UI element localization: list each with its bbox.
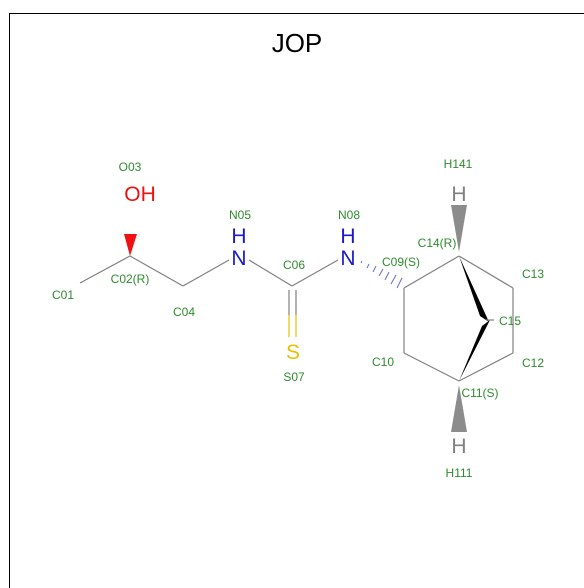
element-h141: H <box>451 183 466 206</box>
bond-c10-c11 <box>403 352 460 382</box>
bond-c14-c09 <box>403 255 460 289</box>
diagram-border <box>9 13 584 588</box>
element-oh: OH <box>124 183 156 206</box>
element-h111: H <box>451 435 466 458</box>
wedge-c14-c15 <box>459 256 489 322</box>
atom-label-c06: C06 <box>283 258 305 272</box>
atom-label-s07: S07 <box>283 370 305 384</box>
atom-label-c01: C01 <box>52 288 74 302</box>
atom-label-o03: O03 <box>119 160 142 174</box>
element-n05-h: H <box>231 225 246 248</box>
wedge-c11-h111 <box>451 385 467 432</box>
atom-label-c12: C12 <box>522 356 544 370</box>
bond-c04-n05 <box>182 259 230 287</box>
atom-label-c02: C02(R) <box>111 272 150 286</box>
atom-label-h111: H111 <box>446 466 473 480</box>
bonds <box>79 255 514 382</box>
atom-label-c15: C15 <box>499 314 521 328</box>
atom-label-n05: N05 <box>229 208 251 222</box>
atom-label-c14: C14(R) <box>418 236 457 250</box>
bond-c02-c04 <box>129 255 184 287</box>
atom-label-c09: C09(S) <box>382 255 420 269</box>
bond-c06-s07-double <box>288 290 297 337</box>
element-n05-n: N <box>231 247 246 270</box>
element-s07: S <box>286 341 300 364</box>
atom-label-c10: C10 <box>372 355 394 369</box>
atom-label-c13: C13 <box>522 267 544 281</box>
atom-label-h141: H141 <box>444 157 473 171</box>
diagram-title: JOP <box>272 28 323 58</box>
wedge-c14-h141 <box>451 205 467 252</box>
element-n08-h: H <box>340 225 355 248</box>
wedge-c11-c15 <box>459 320 490 381</box>
bond-c11-c12 <box>458 352 514 382</box>
element-n08-n: N <box>340 247 355 270</box>
bond-c06-n08 <box>291 259 339 287</box>
bond-n05-c06 <box>248 259 293 287</box>
atom-label-n08: N08 <box>338 208 360 222</box>
bond-c01-c02 <box>79 255 131 284</box>
atom-label-c04: C04 <box>173 305 195 319</box>
atom-label-c11: C11(S) <box>461 386 498 400</box>
bond-c13-c14 <box>458 255 514 289</box>
wedge-c02-o03 <box>124 234 137 256</box>
atom-labels: O03 C01 C02(R) C04 N05 C06 S07 N08 C09(S… <box>52 157 544 480</box>
hashed-bond-n08-c09 <box>360 260 403 289</box>
